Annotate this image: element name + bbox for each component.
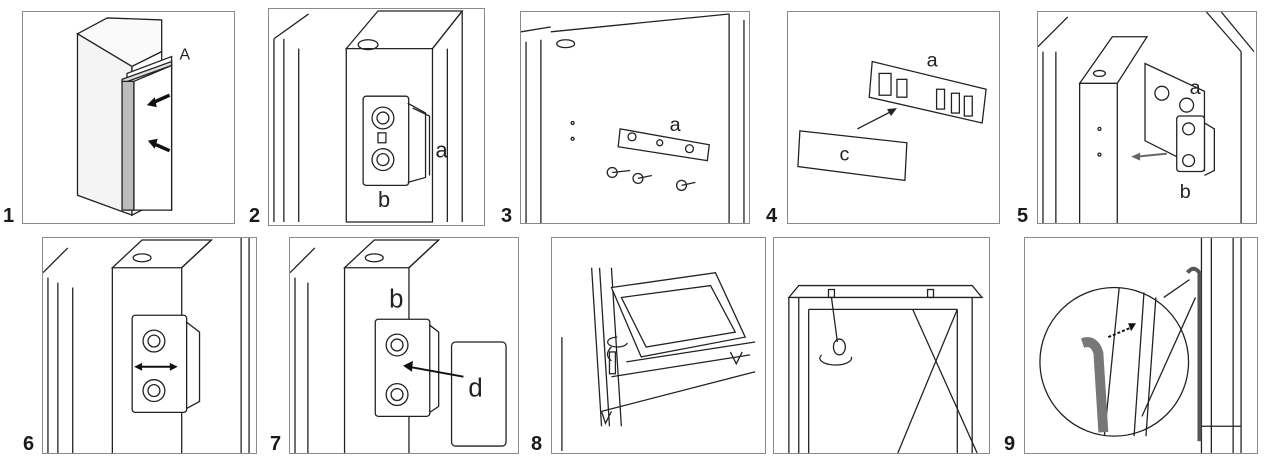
label-b: b xyxy=(378,187,390,212)
panel-step-2: a b xyxy=(268,8,485,226)
hinge-adjust-illustration xyxy=(43,238,250,453)
step-number-4b: 4 xyxy=(766,205,778,227)
step-number-2: 2 xyxy=(249,205,261,227)
label-a-upper: A xyxy=(180,47,191,64)
panel-step-3-4: a xyxy=(520,11,750,224)
top-frame-screwdriver-illustration xyxy=(787,284,984,453)
cabinet-door-illustration: A xyxy=(76,17,191,217)
door-frame-screw-illustration xyxy=(561,267,756,452)
panel-step-4: a c xyxy=(787,11,1000,224)
step-number-3: 3 xyxy=(501,205,513,227)
bracket-cover-illustration: a c xyxy=(797,49,987,182)
panel-step-6 xyxy=(42,237,257,454)
hinge-bracket-illustration: a b xyxy=(273,10,464,223)
panel-step-1: A xyxy=(22,11,235,224)
door-gasket-illustration xyxy=(1039,238,1242,453)
label-a: a xyxy=(670,114,682,136)
panel-step-8b xyxy=(773,237,990,454)
step-number-6: 6 xyxy=(23,433,35,455)
step-number-1: 1 xyxy=(3,205,15,227)
label-a: a xyxy=(435,138,448,163)
label-d: d xyxy=(468,375,482,403)
bracket-mount-illustration: a b xyxy=(1038,12,1255,223)
panel-step-5: a b xyxy=(1037,11,1257,224)
panel-step-7: b d xyxy=(289,237,519,454)
hinge-cover-illustration: b d xyxy=(290,239,507,453)
door-bracket-screws-illustration: a xyxy=(521,13,745,223)
step-number-7: 7 xyxy=(270,433,282,455)
label-c: c xyxy=(840,144,850,166)
label-b: b xyxy=(1180,181,1191,203)
label-b: b xyxy=(389,285,403,313)
label-a: a xyxy=(927,49,939,71)
panel-step-9 xyxy=(1024,237,1258,454)
label-a: a xyxy=(1190,77,1202,99)
panel-step-8a xyxy=(551,237,766,454)
step-number-8: 8 xyxy=(531,433,543,455)
step-number-9: 9 xyxy=(1004,433,1016,455)
step-number-5: 5 xyxy=(1017,205,1029,227)
